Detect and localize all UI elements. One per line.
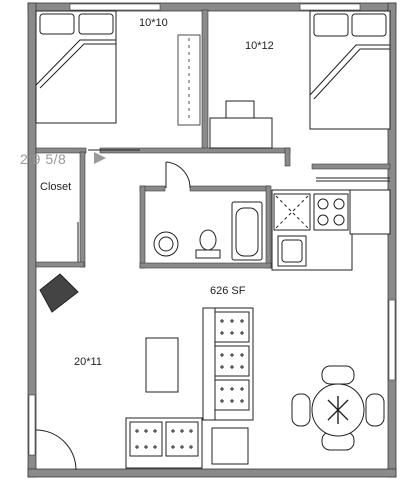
- wall-bath-bottom: [139, 262, 272, 269]
- bed-right-sheet-fold: [313, 48, 390, 100]
- fridge-x-1: [275, 195, 309, 229]
- sofa-horizontal-cushion-1: [129, 421, 163, 457]
- sofa-vertical: [202, 307, 254, 421]
- windows: [28, 3, 396, 456]
- armchair-corner: [39, 273, 79, 313]
- sofa-cushion-2: [214, 345, 250, 377]
- ottoman: [211, 427, 249, 465]
- stove: [313, 193, 349, 231]
- wall-bath-left: [139, 185, 146, 269]
- room-label-bedroom-right: 10*12: [245, 40, 274, 52]
- dining-chair-top: [321, 365, 355, 385]
- bed-left-pillow-1: [39, 13, 75, 35]
- exterior-walls: [27, 2, 397, 478]
- desk-right-bedroom: [209, 100, 273, 149]
- window-top-right: [299, 3, 361, 11]
- toilet-bowl: [199, 229, 217, 251]
- room-label-bedroom-left: 10*10: [139, 17, 168, 29]
- closet-shelf-left: [177, 34, 201, 126]
- direction-arrow-icon: [94, 152, 106, 164]
- dining-chair-left: [291, 393, 311, 427]
- sofa-horizontal-cushion-2: [165, 421, 199, 457]
- bed-right-sheet: [309, 44, 390, 96]
- burner-2: [333, 198, 345, 210]
- dimension-label: 2 9 5/8: [20, 151, 67, 167]
- window-right-lower: [388, 299, 396, 381]
- fridge-x-2: [275, 195, 309, 229]
- bathtub-inner: [235, 207, 259, 257]
- total-area-label: 626 SF: [210, 285, 246, 297]
- wall-bath-right: [265, 185, 272, 269]
- room-label-living: 20*11: [74, 356, 102, 368]
- kitchen-sink-bowl: [281, 239, 303, 263]
- sofa-vertical-back: [202, 307, 216, 421]
- burner-1: [317, 198, 329, 210]
- bath-door-arc: [165, 161, 191, 189]
- wall-bedroom-bottom-right: [311, 163, 391, 170]
- burner-3: [317, 214, 329, 226]
- bed-left-sheet: [35, 39, 116, 86]
- shelf-outline: [177, 34, 201, 126]
- sofa-horizontal: [125, 417, 203, 469]
- bath-fixtures: [153, 201, 263, 261]
- bed-left-sheet-fold: [39, 43, 116, 89]
- sofa-cushion-1: [214, 311, 250, 343]
- kitchen: [271, 189, 391, 271]
- dining-chair-right: [365, 393, 385, 427]
- bed-right-pillow-1: [313, 13, 349, 37]
- coffee-table: [145, 337, 179, 393]
- wall-closet-bottom: [35, 261, 85, 268]
- interior-walls: [35, 9, 391, 269]
- sink-inner: [158, 236, 174, 252]
- toilet-tank: [195, 249, 221, 259]
- bed-left: [35, 10, 117, 124]
- wall-bottom: [27, 468, 397, 478]
- fridge: [273, 193, 311, 231]
- bed-left-pillow-2: [78, 13, 114, 35]
- armchair-shape: [39, 273, 79, 313]
- burner-4: [333, 214, 345, 226]
- desk-chair: [225, 100, 255, 120]
- bed-right-pillow-2: [351, 13, 387, 37]
- wall-bedroom-divider: [201, 9, 209, 151]
- wall-closet-right: [79, 151, 86, 268]
- wall-bath-top-right: [189, 185, 271, 192]
- dining-centerpiece-icon: [327, 396, 349, 424]
- sofa-cushion-3: [214, 379, 250, 411]
- desk-top: [209, 117, 273, 149]
- room-label-closet: Closet: [40, 181, 72, 193]
- counter-extension: [349, 189, 391, 235]
- dining-set: [291, 365, 385, 451]
- window-top-left: [69, 3, 161, 11]
- sliding-doors: [88, 149, 390, 182]
- window-left-bottom: [28, 394, 36, 456]
- entry-door-arc: [35, 429, 77, 471]
- bath-door: [165, 161, 191, 189]
- wall-right-bedroom-stub: [284, 147, 291, 167]
- entry-door: [35, 429, 77, 471]
- bed-right: [309, 10, 391, 130]
- wall-bedroom-bottom-left: [35, 147, 87, 154]
